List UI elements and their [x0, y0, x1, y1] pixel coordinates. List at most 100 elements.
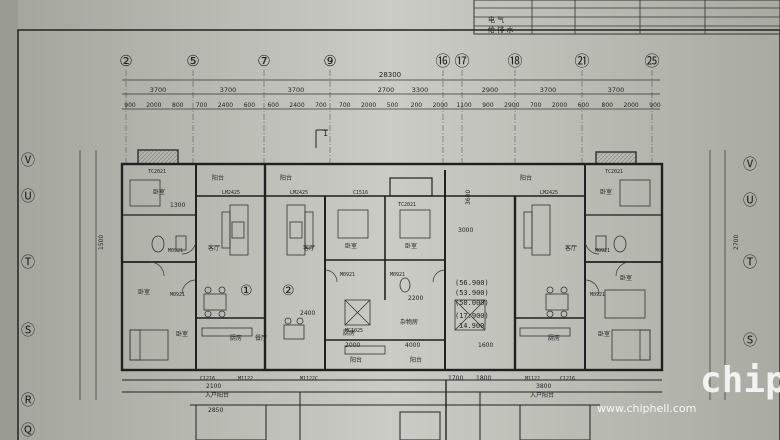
room-woshi-3: 卧室 — [345, 242, 357, 250]
title-block: 电 气 给 排 水 — [473, 0, 780, 35]
axis-label-left: Ⓤ — [21, 189, 35, 205]
dim-row1-value: 2900 — [482, 86, 499, 94]
room-zawu: 杂物房 — [400, 318, 418, 326]
title-row-electrical: 电 气 — [488, 15, 504, 24]
room-yangtai-2: 阳台 — [280, 174, 292, 182]
dim-row2-value: 500 — [387, 102, 399, 109]
misc-dim: 1600 — [478, 342, 493, 349]
axis-label-top: ㉑ — [574, 52, 589, 70]
dim-row1-value: 3700 — [220, 86, 237, 94]
misc-dim: 3800 — [536, 383, 551, 390]
code-m0921-4: M0921 — [390, 272, 405, 278]
axis-label-top: ② — [119, 52, 132, 70]
axis-label-left: Ⓢ — [21, 323, 35, 339]
room-woshi-4: 卧室 — [405, 242, 417, 250]
dimension-lines — [79, 79, 726, 400]
watermark-url: www.chiphell.com — [597, 402, 696, 415]
code-m1122-2: M1122 — [525, 376, 540, 382]
code-m1122c: M1122C — [300, 376, 318, 382]
dim-row1-value: 3700 — [608, 86, 625, 94]
unit-mark-1: ① — [240, 283, 253, 299]
dim-row2-value: 800 — [172, 102, 184, 109]
room-woshi-5: 卧室 — [138, 288, 150, 296]
room-chufang-3: 厨房 — [343, 329, 355, 337]
axis-label-left: Ⓣ — [21, 255, 35, 271]
dim-row2-value: 600 — [244, 102, 256, 109]
misc-dim: 2100 — [206, 383, 221, 390]
dim-row2-value: 700 — [339, 102, 351, 109]
dim-row2-value: 2000 — [433, 102, 448, 109]
dim-total: 28300 — [379, 71, 401, 79]
code-lm2425-2: LM2425 — [290, 190, 308, 196]
axis-label-top: ㉕ — [644, 52, 659, 70]
door-window-codes: TC2021 TC2021 TC2021 LM2425 LM2425 LM242… — [148, 169, 623, 382]
room-woshi-1: 卧室 — [153, 188, 165, 196]
balconies-top — [137, 149, 637, 197]
door-swings — [149, 239, 631, 295]
dim-row2-value: 2000 — [623, 102, 638, 109]
dim-row2-value: 2400 — [289, 102, 304, 109]
code-lm2425-1: LM2425 — [222, 190, 240, 196]
level-e: 14.900 — [459, 322, 484, 330]
dim-row2-value: 700 — [196, 102, 208, 109]
dim-row1-value: 3300 — [412, 86, 429, 94]
lower-stair-zone — [122, 379, 662, 440]
drawing-frame — [17, 29, 780, 440]
building-walls — [120, 162, 664, 372]
dim-row2-value: 900 — [649, 102, 661, 109]
dim-row2-value: 700 — [530, 102, 542, 109]
misc-dim: 2000 — [345, 342, 360, 349]
watermark-logo: chip hell — [700, 360, 780, 401]
room-yangtai-4: 阳台 — [350, 356, 362, 364]
code-tc2021-2: TC2021 — [605, 169, 623, 175]
axis-label-top: ⑰ — [454, 52, 469, 70]
paper-edge-shadow — [0, 0, 18, 440]
misc-dim: 1300 — [170, 202, 185, 209]
dim-row2-value: 2000 — [552, 102, 567, 109]
room-keting-1: 客厅 — [208, 244, 220, 252]
code-m0921-3: M0921 — [340, 272, 355, 278]
dim-row2-value: 2400 — [218, 102, 233, 109]
furniture — [129, 179, 651, 361]
code-m1122: M1122 — [238, 376, 253, 382]
misc-dim: 2700 — [733, 235, 740, 250]
axis-label-right: Ⓣ — [743, 255, 757, 271]
room-labels: 阳台 阳台 阳台 卧室 卧室 卧室 卧室 卧室 卧室 卧室 卧室 客厅 客厅 客… — [138, 174, 632, 399]
dim-row2-value: 900 — [482, 102, 494, 109]
level-d: (17.900) — [455, 312, 489, 320]
misc-dim: 3600 — [465, 190, 472, 205]
unit-mark-2: ② — [282, 283, 295, 299]
section-mark-1: 1 — [315, 129, 328, 148]
room-woshi-6: 卧室 — [620, 274, 632, 282]
axis-label-right: Ⓤ — [743, 193, 757, 209]
misc-dim: 1800 — [476, 375, 491, 382]
code-m0921-2: M0921 — [170, 292, 185, 298]
dim-row1-value: 3700 — [540, 86, 557, 94]
room-rukou-1: 入户阳台 — [205, 391, 229, 399]
axis-label-top: ⑯ — [435, 52, 450, 70]
room-yangtai-3: 阳台 — [520, 174, 532, 182]
code-m0921-1: M0921 — [168, 248, 183, 254]
dim-row2-value: 600 — [267, 102, 279, 109]
title-row-plumbing: 给 排 水 — [488, 25, 513, 34]
misc-dim: 2400 — [300, 310, 315, 317]
svg-text:1: 1 — [323, 129, 328, 138]
dim-row1-value: 3700 — [288, 86, 305, 94]
code-tc2021-1: TC2021 — [148, 169, 166, 175]
axis-label-top: ⑦ — [257, 52, 270, 70]
code-c1216-1: C1216 — [200, 376, 215, 382]
room-keting-2: 客厅 — [303, 244, 315, 252]
misc-dim: 2850 — [208, 407, 223, 414]
room-chufang-1: 厨房 — [230, 334, 242, 342]
room-chufang-2: 厨房 — [548, 334, 560, 342]
dim-row2-value: 2000 — [146, 102, 161, 109]
misc-dim: 2200 — [408, 295, 423, 302]
axis-label-left: Ⓥ — [21, 153, 35, 169]
misc-dim: 1700 — [448, 375, 463, 382]
room-rukou-2: 入户阳台 — [530, 391, 554, 399]
